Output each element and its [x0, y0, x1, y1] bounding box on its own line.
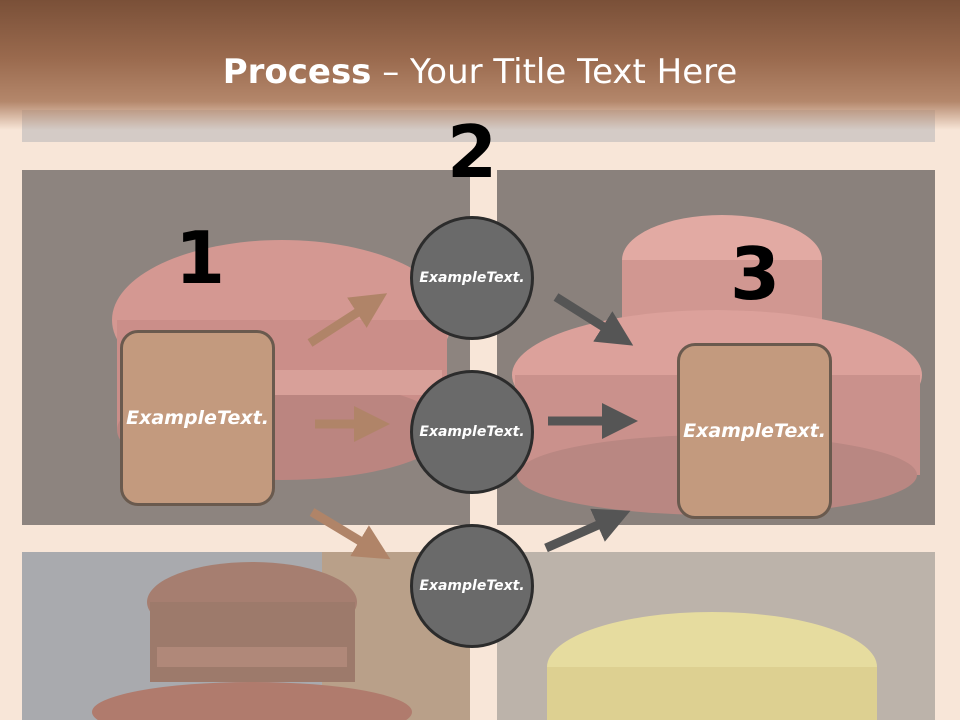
arrow-circle-bottom-to-3 [544, 508, 631, 553]
title-bar [0, 0, 960, 130]
arrow-1-to-circle-top [307, 293, 388, 347]
macaron-photo-chocolate [22, 552, 470, 720]
step-number-2: 2 [447, 110, 498, 194]
arrow-1-to-circle-bottom [309, 508, 391, 560]
macaron-photo-pistachio [497, 552, 935, 720]
title-bold: Process [222, 52, 372, 92]
arrow-circle-top-to-3 [553, 293, 634, 346]
step-number-1: 1 [175, 216, 226, 300]
step-number-3: 3 [730, 232, 781, 316]
title-rest: – Your Title Text Here [371, 52, 738, 92]
slide-title: Process – Your Title Text Here [0, 52, 960, 92]
